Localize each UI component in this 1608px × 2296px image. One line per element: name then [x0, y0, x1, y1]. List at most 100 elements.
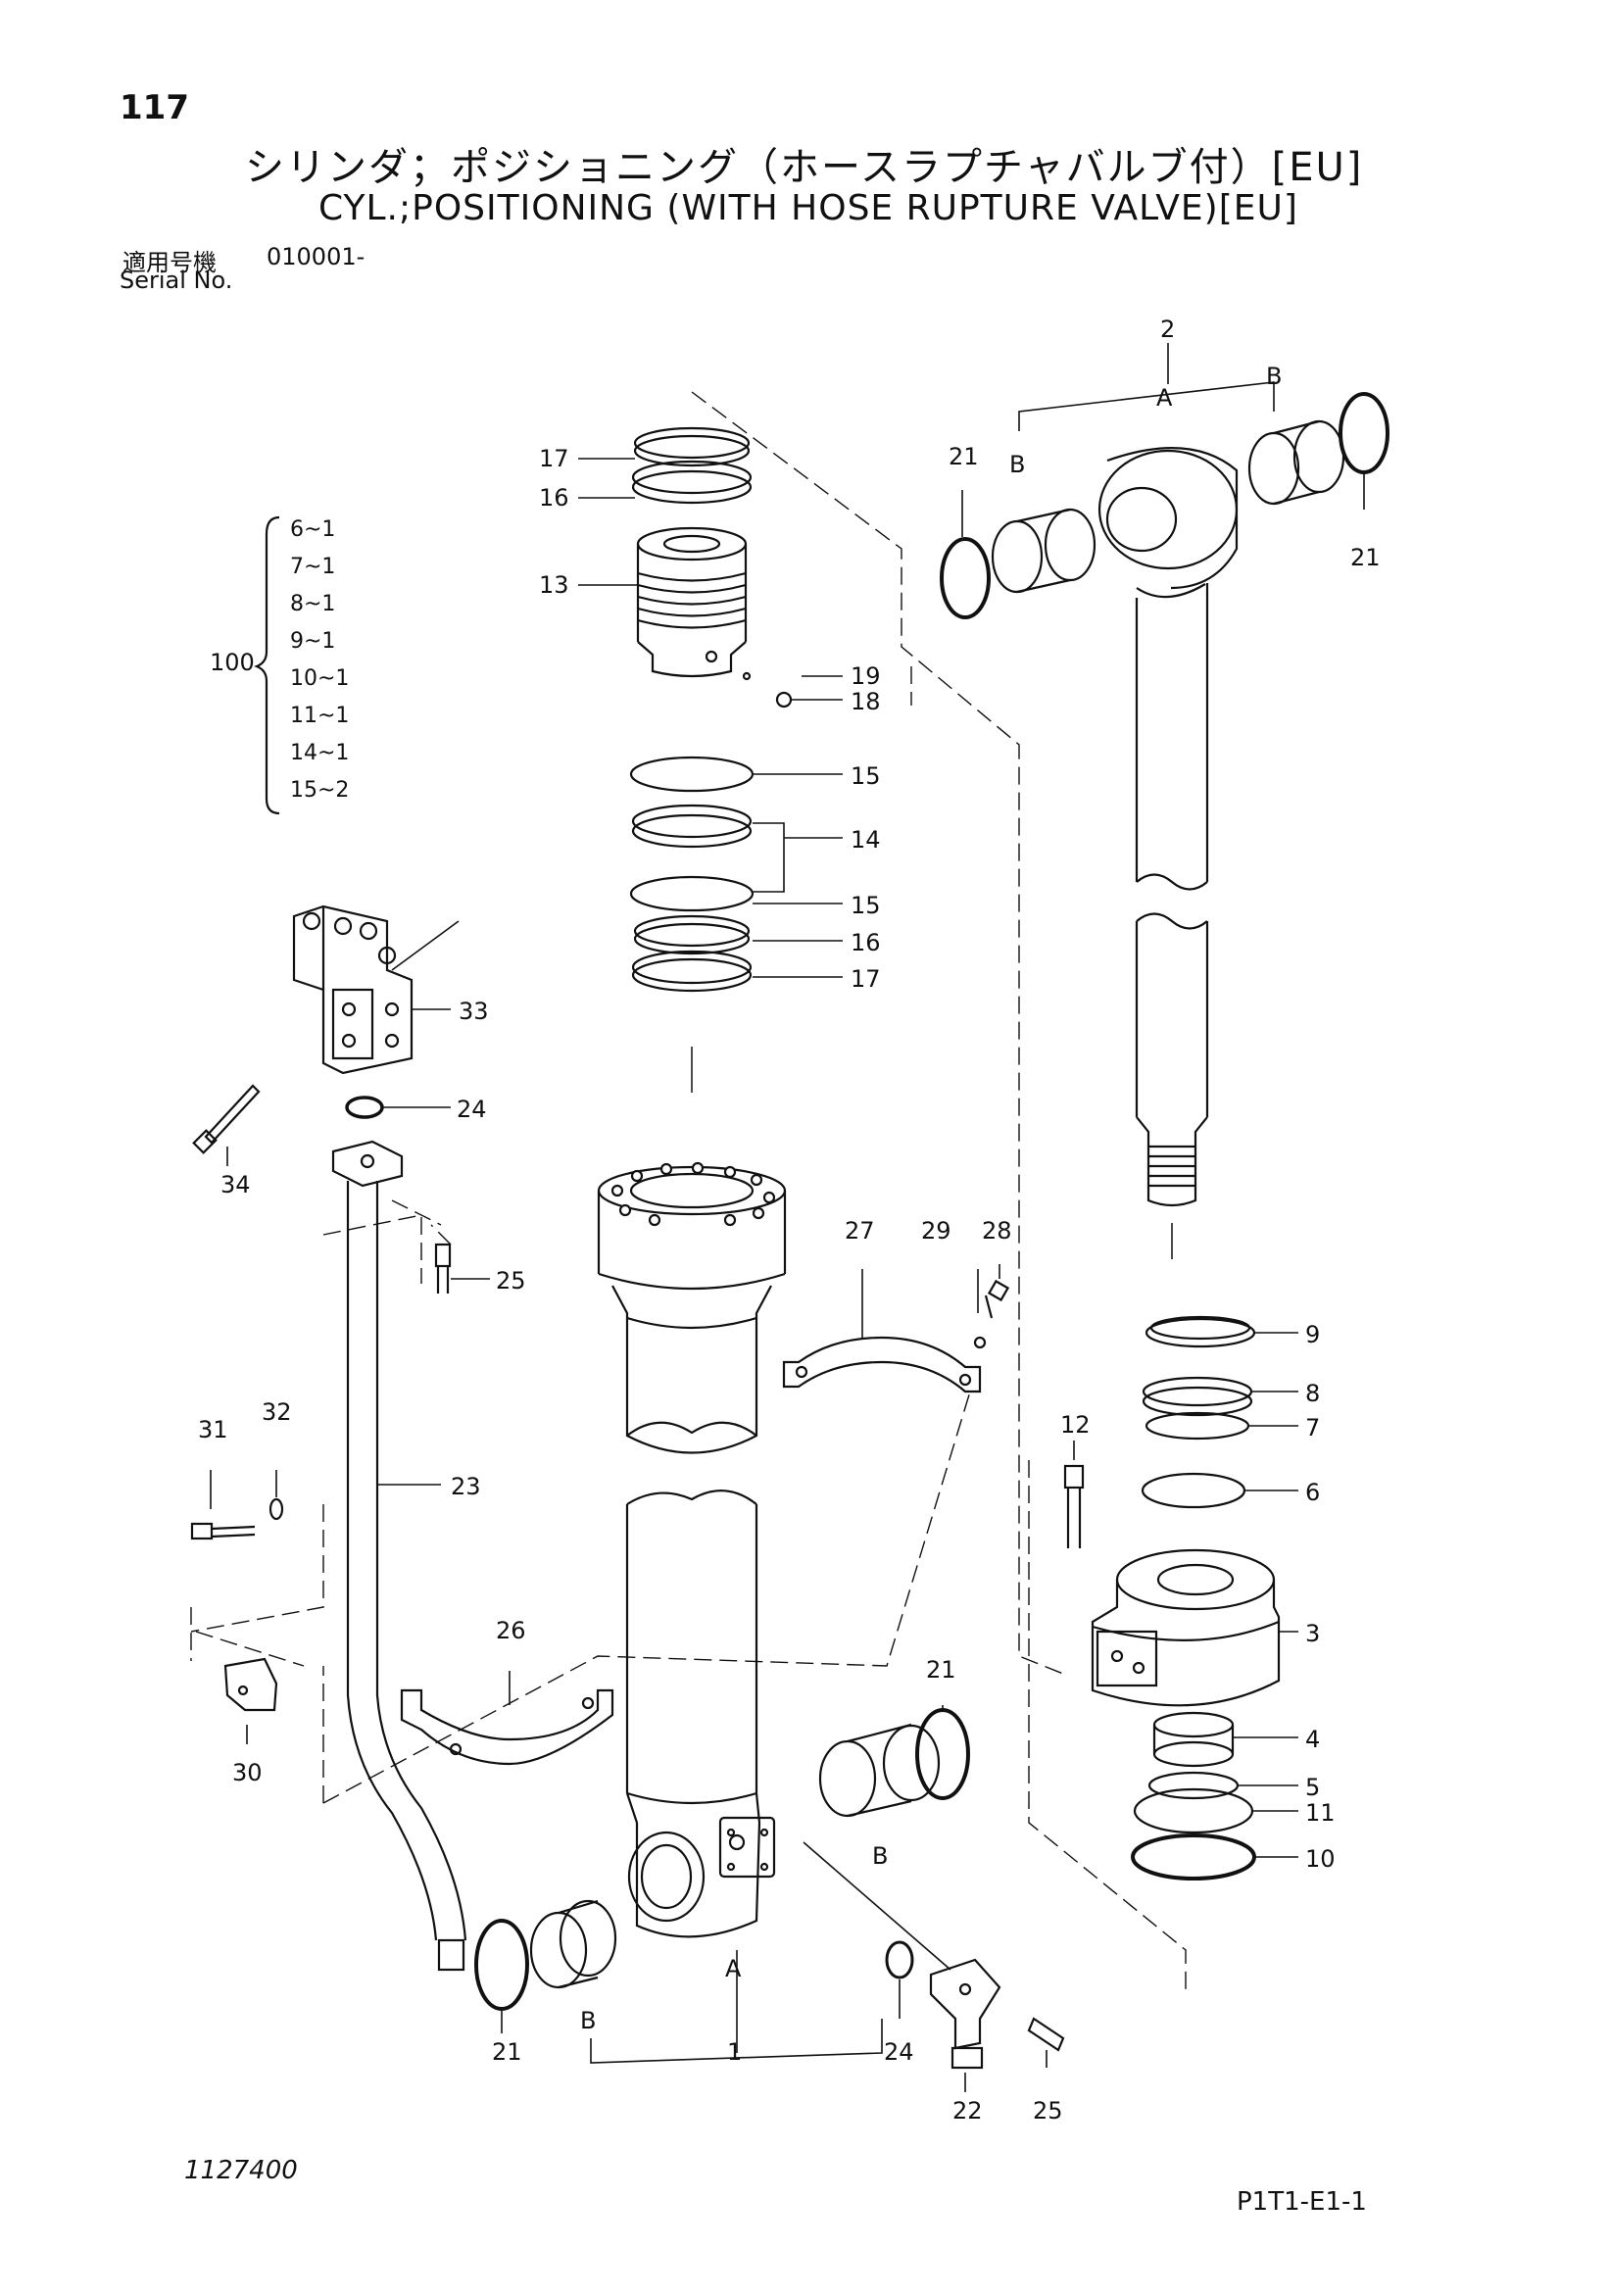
- callout-8: 8: [1305, 1380, 1321, 1407]
- seal-ring-21-bottom-left: [474, 1919, 529, 2011]
- callout-26: 26: [496, 1617, 526, 1644]
- kit-item: 8~1: [290, 592, 336, 616]
- label-b-bottom-right: B: [872, 1842, 889, 1870]
- flange-bolt-holes: [610, 1161, 776, 1227]
- callout-24: 24: [457, 1096, 487, 1123]
- bushing-b-bottom-right: [818, 1723, 941, 1818]
- bolt-25-top: [434, 1243, 452, 1294]
- callout-13: 13: [539, 571, 569, 599]
- callout-25: 25: [1033, 2097, 1063, 2125]
- callout-16: 16: [851, 929, 881, 956]
- figure-reference: P1T1-E1-1: [1237, 2187, 1367, 2217]
- callout-23: 23: [451, 1473, 481, 1500]
- title-japanese: シリンダ；ポジショニング（ホースラプチャバルブ付）[EU]: [245, 145, 1364, 190]
- callout-5: 5: [1305, 1774, 1321, 1801]
- callout-3: 3: [1305, 1620, 1321, 1647]
- label-b-top-left: B: [1009, 451, 1026, 478]
- dust-seal-11: [1133, 1787, 1254, 1834]
- serial-value: 010001-: [267, 243, 365, 270]
- o-ring-24-bottom: [885, 1940, 914, 1979]
- callout-2: 2: [1160, 316, 1176, 343]
- serial-label-japanese: 適用号機: [122, 249, 217, 276]
- o-ring-24-top: [345, 1096, 384, 1119]
- callout-7: 7: [1305, 1414, 1321, 1441]
- callout-11: 11: [1305, 1799, 1336, 1827]
- piston-13: [636, 526, 748, 678]
- kit-item: 11~1: [290, 704, 350, 728]
- seal-stack: [629, 756, 755, 993]
- callout-4: 4: [1305, 1726, 1321, 1753]
- callout-15: 15: [851, 892, 881, 919]
- callout-30: 30: [232, 1759, 263, 1786]
- rod-bushing-4-5: [1147, 1711, 1240, 1800]
- callout-10: 10: [1305, 1845, 1336, 1873]
- callout-22: 22: [952, 2097, 983, 2125]
- serial-label-english: Serial No.: [120, 267, 233, 294]
- bushing-b-top-right: [1247, 419, 1345, 506]
- callout-16: 16: [539, 484, 569, 512]
- callout-15: 15: [851, 762, 881, 790]
- callout-17: 17: [851, 965, 881, 993]
- kit-brace: [254, 515, 280, 815]
- cylinder-tube-1: [597, 1165, 787, 1938]
- bolt-31-32: [190, 1497, 284, 1540]
- document-number: 1127400: [184, 2156, 298, 2185]
- assembly-guide-lines: [190, 391, 1187, 1989]
- bolt-25-bottom: [1027, 2017, 1065, 2052]
- callout-21: 21: [492, 2038, 522, 2066]
- callout-21: 21: [949, 443, 979, 470]
- callout-24: 24: [884, 2038, 914, 2066]
- leader-lines: [210, 343, 1365, 2092]
- bushing-b-top-left: [991, 508, 1096, 594]
- label-b-top-right: B: [1266, 363, 1283, 390]
- callout-25: 25: [496, 1267, 526, 1295]
- kit-number-100: 100: [210, 649, 255, 676]
- kit-item: 14~1: [290, 741, 350, 765]
- title-english: CYL.;POSITIONING (WITH HOSE RUPTURE VALV…: [318, 188, 1298, 228]
- callout-18: 18: [851, 688, 881, 715]
- callout-29: 29: [921, 1217, 951, 1245]
- callout-12: 12: [1060, 1411, 1091, 1439]
- callout-19: 19: [851, 662, 881, 690]
- pipe-23: [346, 1181, 438, 1941]
- callout-14: 14: [851, 826, 881, 854]
- callout-27: 27: [845, 1217, 875, 1245]
- o-ring-10: [1131, 1833, 1256, 1881]
- clip-30: [223, 1657, 278, 1712]
- callout-32: 32: [262, 1398, 292, 1426]
- callout-17: 17: [539, 445, 569, 472]
- wear-ring-17-top: [633, 426, 751, 467]
- bolt-28-29: [973, 1279, 1010, 1349]
- ring-16-top: [631, 460, 753, 505]
- callout-34: 34: [220, 1171, 251, 1198]
- set-screw-19-18: [742, 671, 793, 708]
- hose-rupture-valve-33: [292, 904, 414, 1075]
- kit-item: 10~1: [290, 666, 350, 691]
- piston-rod-2: [1097, 447, 1239, 1207]
- bushing-b-bottom-left: [529, 1899, 617, 1989]
- seal-ring-21-top-left: [940, 537, 991, 619]
- clamp-26: [400, 1688, 614, 1766]
- callout-33: 33: [459, 998, 489, 1025]
- label-a-bottom: A: [725, 1955, 742, 1982]
- callout-28: 28: [982, 1217, 1012, 1245]
- callout-31: 31: [198, 1416, 228, 1443]
- rod-seal-6: [1141, 1472, 1246, 1509]
- kit-item: 15~2: [290, 778, 350, 803]
- callout-9: 9: [1305, 1321, 1321, 1348]
- label-a-top: A: [1156, 384, 1173, 412]
- flange-block-top: [331, 1140, 404, 1188]
- callout-1: 1: [727, 2038, 743, 2066]
- kit-item: 7~1: [290, 555, 336, 579]
- kit-item: 9~1: [290, 629, 336, 654]
- seal-ring-21-top-right: [1339, 392, 1389, 474]
- callout-6: 6: [1305, 1479, 1321, 1506]
- rod-seal-8-7: [1142, 1376, 1253, 1441]
- kit-item: 6~1: [290, 517, 336, 542]
- clamp-27: [782, 1336, 982, 1393]
- label-b-bottom-left: B: [580, 2007, 597, 2034]
- seal-ring-21-bottom-right: [915, 1708, 970, 1800]
- elbow-fitting-22: [929, 1958, 1001, 2070]
- bolt-34: [192, 1084, 261, 1154]
